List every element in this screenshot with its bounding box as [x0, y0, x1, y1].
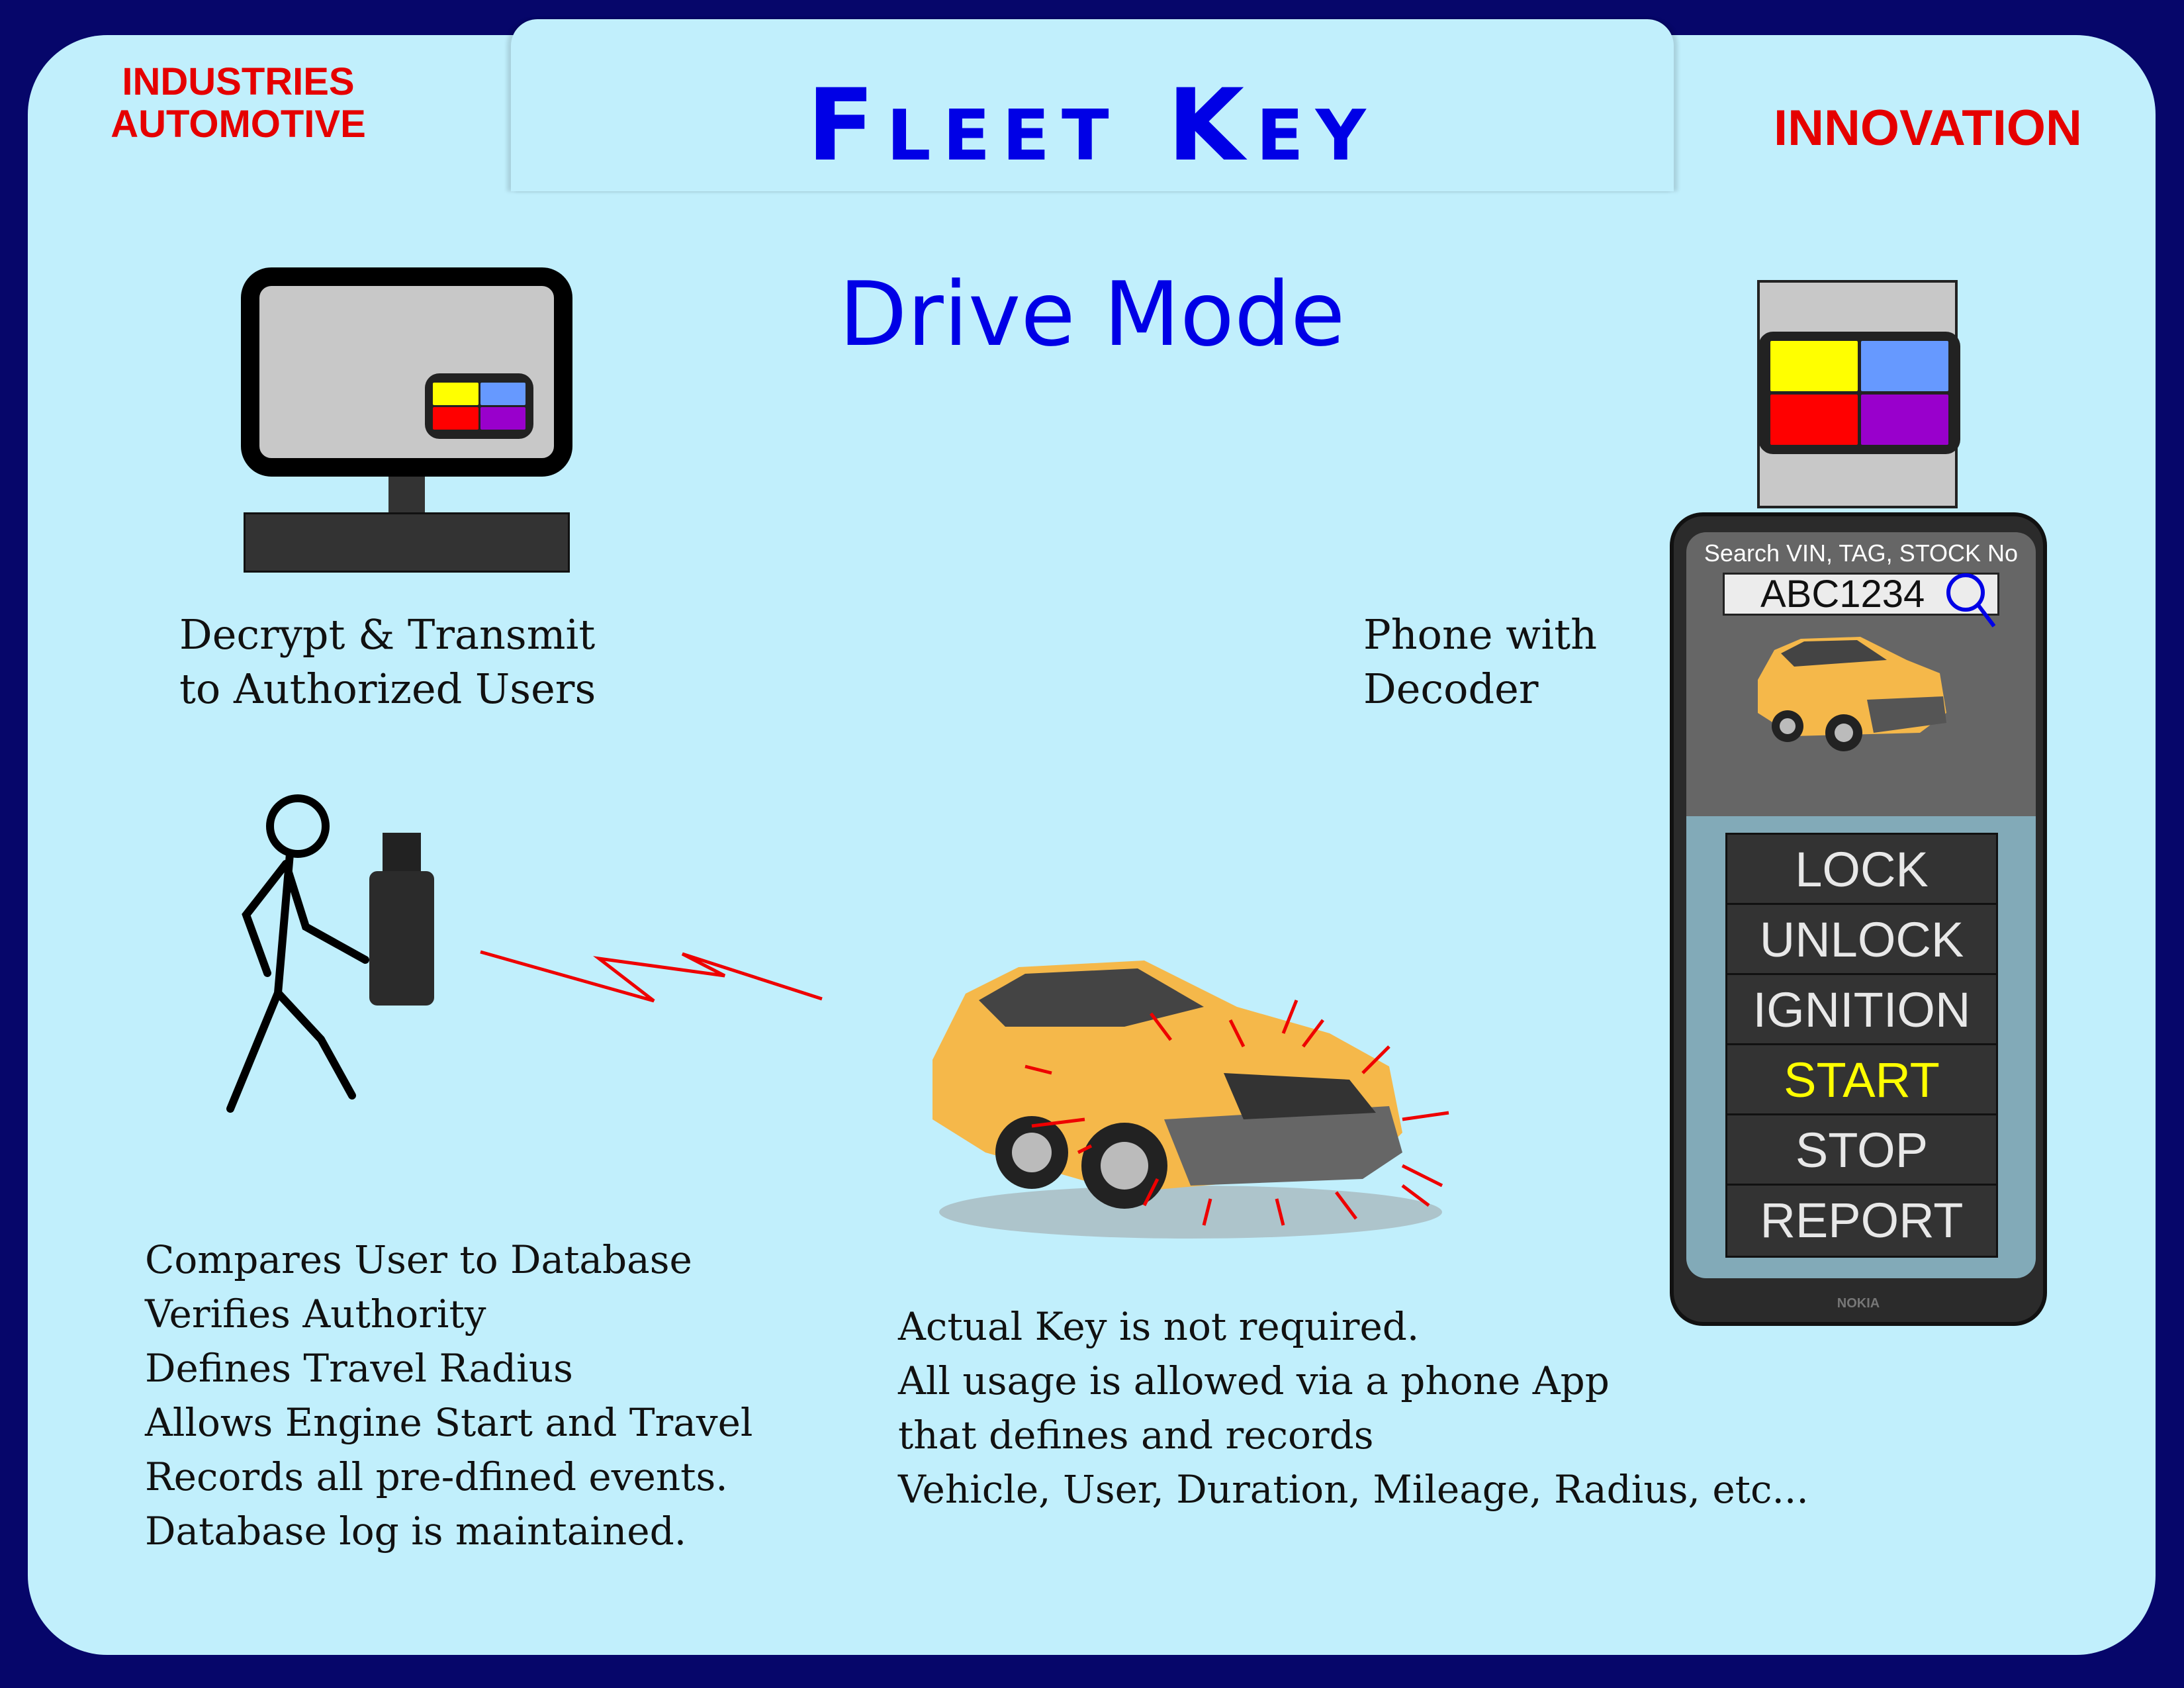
unlock-button[interactable]: UNLOCK [1727, 905, 1996, 975]
monitor-stand [388, 477, 425, 514]
phone-brand: NOKIA [1837, 1296, 1880, 1311]
note-line: Database log is maintained. [145, 1509, 687, 1554]
note-line: Compares User to Database [145, 1237, 692, 1282]
car-thumbnail [1758, 637, 1946, 751]
caption-line: Phone with [1363, 610, 1598, 659]
note-line: All usage is allowed via a phone App [898, 1358, 1610, 1403]
mini-phone [369, 871, 434, 1006]
signal-lightning-icon [480, 950, 823, 1003]
industry-line: INDUSTRIES [122, 60, 355, 103]
page-title: Fleet Key [807, 68, 1378, 183]
caption-line: Decrypt & Transmit [179, 610, 596, 659]
monitor-base [244, 512, 570, 573]
stop-button[interactable]: STOP [1727, 1115, 1996, 1186]
mode-heading: Drive Mode [839, 263, 1345, 366]
note-line: Vehicle, User, Duration, Mileage, Radius… [898, 1467, 1809, 1512]
report-button[interactable]: REPORT [1760, 1193, 1964, 1248]
industry-line: AUTOMOTIVE [111, 103, 366, 146]
mini-phone-fob [383, 833, 421, 872]
ignition-button[interactable]: IGNITION [1727, 975, 1996, 1045]
note-line: Records all pre-dfined events. [145, 1454, 728, 1499]
note-line: Verifies Authority [145, 1291, 486, 1336]
search-value[interactable]: ABC1234 [1760, 573, 1925, 616]
phone-action-menu: LOCK UNLOCK IGNITION START STOP REPORT [1725, 833, 1998, 1258]
keyfob-icon [425, 373, 533, 439]
server-caption: Decrypt & Transmit to Authorized Users [179, 608, 596, 716]
caption-line: to Authorized Users [179, 665, 596, 713]
lock-button[interactable]: LOCK [1727, 835, 1996, 905]
search-icon[interactable] [1942, 569, 1995, 629]
app-notes: Actual Key is not required. All usage is… [898, 1299, 1809, 1517]
title-tab [511, 19, 1674, 191]
caption-line: Decoder [1363, 665, 1539, 713]
server-notes: Compares User to Database Verifies Autho… [145, 1233, 752, 1558]
search-label: Search VIN, TAG, STOCK No [1704, 539, 2019, 567]
note-line: Defines Travel Radius [145, 1346, 573, 1391]
car-image [933, 961, 1449, 1239]
note-line: Allows Engine Start and Travel [145, 1400, 753, 1445]
innovation-label: INNOVATION [1774, 100, 2082, 156]
note-line: that defines and records [898, 1413, 1374, 1458]
start-button[interactable]: START [1727, 1045, 1996, 1115]
note-line: Actual Key is not required. [898, 1304, 1420, 1349]
stick-figure-icon [226, 794, 369, 1113]
server-monitor [241, 267, 572, 477]
keyfob-icon [1758, 332, 1960, 454]
